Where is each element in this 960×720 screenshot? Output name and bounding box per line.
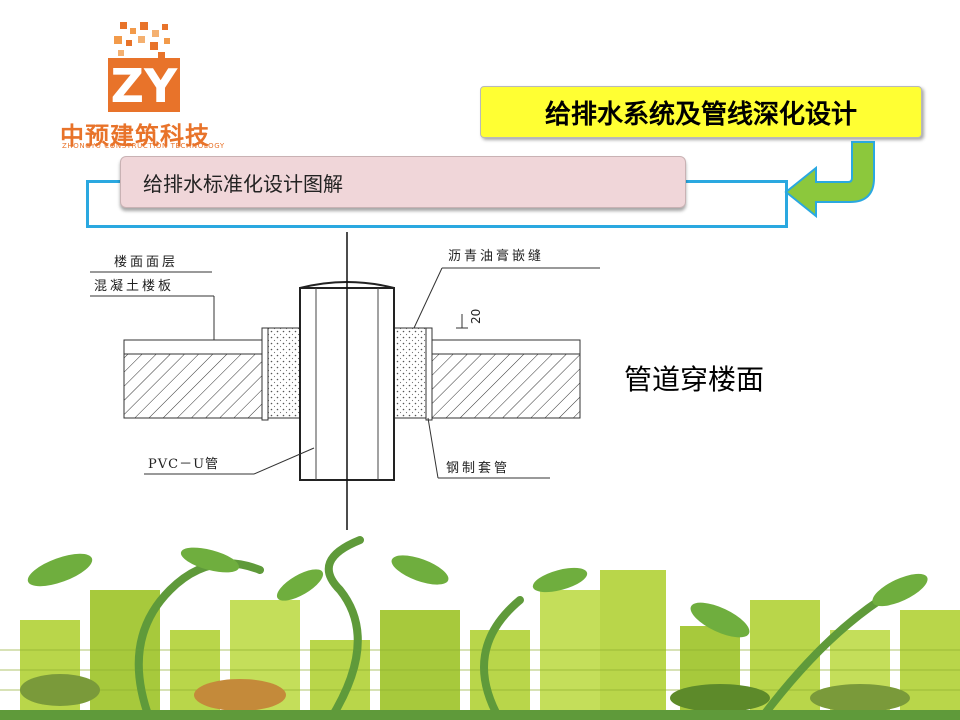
logo-pixel-icon (108, 22, 180, 112)
company-logo: ZY (108, 22, 180, 113)
label-asphalt-joint: 沥青油膏嵌缝 (448, 248, 544, 264)
vine-leaves (27, 547, 928, 638)
subtitle-bar: 给排水标准化设计图解 (120, 156, 686, 208)
curved-arrow-icon (784, 141, 875, 219)
trees (20, 674, 910, 712)
drawing-caption: 管道穿楼面 (624, 363, 765, 396)
logo-name-en: ZHONGYU CONSTRUCTION TECHNOLOGY (62, 142, 225, 150)
label-pvc-pipe: PVC－U管 (148, 457, 219, 472)
label-concrete-slab: 混凝土楼板 (94, 278, 174, 294)
logo-name-cn: 中预建筑科技 (60, 122, 210, 150)
slide-title: 给排水系统及管线深化设计 (480, 86, 922, 138)
label-steel-sleeve: 钢制套管 (446, 460, 510, 476)
slide-subtitle: 给排水标准化设计图解 (143, 171, 343, 196)
label-floor-surface: 楼面面层 (114, 255, 178, 270)
logo-mark-text: ZY (111, 59, 178, 113)
city-vine-landscape (0, 530, 960, 720)
pipe-through-floor-drawing: 楼面面层 混凝土楼板 沥青油膏嵌缝 20 PVC－U管 钢制套管 (90, 232, 600, 530)
label-dimension-20: 20 (469, 309, 483, 324)
